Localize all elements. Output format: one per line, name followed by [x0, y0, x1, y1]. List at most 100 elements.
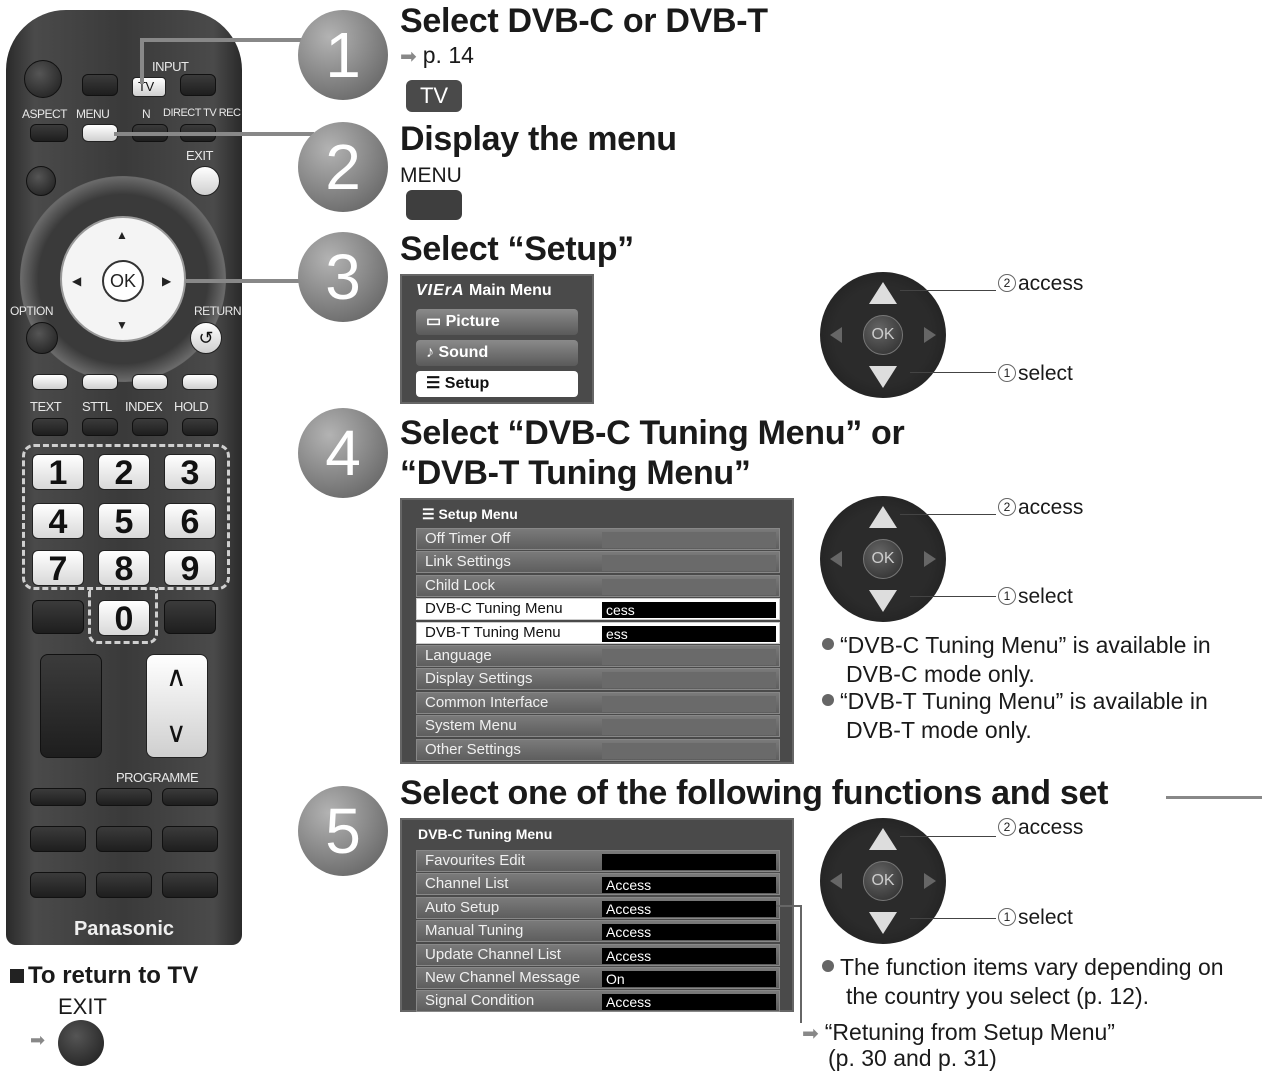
index-button[interactable]	[132, 418, 168, 436]
step-5-badge: 5	[298, 786, 388, 876]
left-arrow-icon[interactable]: ◀	[72, 274, 82, 288]
red-button[interactable]	[32, 374, 68, 390]
hold-button[interactable]	[182, 418, 218, 436]
menu-row[interactable]: Common Interface	[416, 691, 780, 714]
menu-row[interactable]: Display Settings	[416, 668, 780, 691]
number-key-1[interactable]: 1	[32, 454, 84, 491]
circled-number: 1	[998, 587, 1016, 605]
remote-button[interactable]	[164, 600, 216, 634]
remote-button[interactable]	[96, 826, 152, 852]
programme-down-icon[interactable]: ∨	[166, 717, 187, 748]
aspect-button[interactable]	[30, 124, 68, 142]
menu-item-setup[interactable]: ☰ Setup	[416, 371, 578, 397]
ok-button[interactable]: OK	[863, 315, 903, 355]
input-button[interactable]	[180, 74, 216, 96]
menu-button[interactable]	[406, 190, 462, 220]
connector-line	[900, 836, 996, 837]
right-arrow-icon	[924, 327, 936, 343]
right-arrow-icon[interactable]: ▶	[162, 274, 172, 288]
menu-button[interactable]	[82, 124, 118, 142]
menu-row[interactable]: Language	[416, 645, 780, 667]
menu-row-label: Channel List	[425, 875, 509, 893]
menu-label: MENU	[76, 107, 110, 121]
remote-button[interactable]	[32, 600, 84, 634]
menu-row[interactable]: System Menu	[416, 715, 780, 738]
programme-up-icon[interactable]: ∧	[166, 661, 187, 692]
ok-button[interactable]: OK	[102, 260, 144, 302]
retune-ref: ➡“Retuning from Setup Menu”	[802, 1019, 1115, 1046]
remote-button[interactable]	[30, 872, 86, 898]
input-label: INPUT	[152, 59, 189, 74]
tv-button[interactable]: TV	[406, 80, 462, 112]
programme-rocker[interactable]	[146, 654, 208, 758]
menu-row[interactable]: Other Settings	[416, 738, 780, 761]
number-key-3[interactable]: 3	[164, 454, 216, 491]
menu-row[interactable]: Link Settings	[416, 551, 780, 574]
ok-pad[interactable]: OK	[820, 818, 946, 944]
volume-button[interactable]	[40, 654, 102, 758]
menu-item-sound[interactable]: ♪ Sound	[416, 340, 578, 366]
remote-button[interactable]	[162, 826, 218, 852]
sttl-label: STTL	[82, 399, 112, 414]
remote-button[interactable]	[30, 826, 86, 852]
ok-pad[interactable]: OK	[820, 496, 946, 622]
menu-row-label: Update Channel List	[425, 945, 561, 963]
return-button[interactable]: ↺	[190, 322, 222, 354]
menu-row[interactable]: Child Lock	[416, 574, 780, 597]
exit-button[interactable]	[58, 1020, 104, 1066]
left-arrow-icon	[830, 551, 842, 567]
down-arrow-icon[interactable]: ▼	[116, 318, 128, 332]
yellow-button[interactable]	[132, 374, 168, 390]
ok-pad[interactable]: OK	[820, 272, 946, 398]
menu-row[interactable]: Favourites Edit	[416, 850, 780, 872]
menu-item-picture[interactable]: ▭ Picture	[416, 309, 578, 335]
number-key-8[interactable]: 8	[98, 550, 150, 587]
remote-button[interactable]	[82, 74, 118, 96]
number-key-7[interactable]: 7	[32, 550, 84, 587]
remote-button[interactable]	[30, 788, 86, 806]
power-button[interactable]	[24, 60, 62, 98]
menu-row-label: Link Settings	[425, 553, 511, 571]
green-button[interactable]	[82, 374, 118, 390]
viera-main-menu-title: VIErA Main Menu	[416, 282, 552, 300]
aspect-label: ASPECT	[22, 107, 68, 121]
function-note-line2: the country you select (p. 12).	[846, 983, 1149, 1009]
remote-round-button[interactable]	[26, 166, 56, 196]
blue-button[interactable]	[182, 374, 218, 390]
menu-row-label: Language	[425, 647, 492, 664]
option-button[interactable]	[26, 322, 58, 354]
number-key-4[interactable]: 4	[32, 503, 84, 540]
text-button[interactable]	[32, 418, 68, 436]
sttl-button[interactable]	[82, 418, 118, 436]
menu-row[interactable]: Off Timer Off	[416, 528, 780, 550]
up-arrow-icon[interactable]: ▲	[116, 228, 128, 242]
number-key-0[interactable]: 0	[98, 600, 150, 637]
remote-button[interactable]	[162, 872, 218, 898]
direct-tv-rec-label: DIRECT TV REC	[163, 107, 241, 119]
number-key-6[interactable]: 6	[164, 503, 216, 540]
number-key-2[interactable]: 2	[98, 454, 150, 491]
ok-button[interactable]: OK	[863, 539, 903, 579]
menu-item-label: Sound	[438, 344, 489, 361]
menu-row-label: Signal Condition	[425, 992, 535, 1010]
option-label: OPTION	[10, 304, 54, 318]
remote-button[interactable]	[96, 788, 152, 806]
number-key-5[interactable]: 5	[98, 503, 150, 540]
step-5-title: Select one of the following functions an…	[400, 774, 1109, 812]
remote-button[interactable]	[96, 872, 152, 898]
ok-button[interactable]: OK	[863, 861, 903, 901]
number-key-9[interactable]: 9	[164, 550, 216, 587]
remote-button[interactable]	[162, 788, 218, 806]
exit-button[interactable]	[190, 166, 220, 196]
